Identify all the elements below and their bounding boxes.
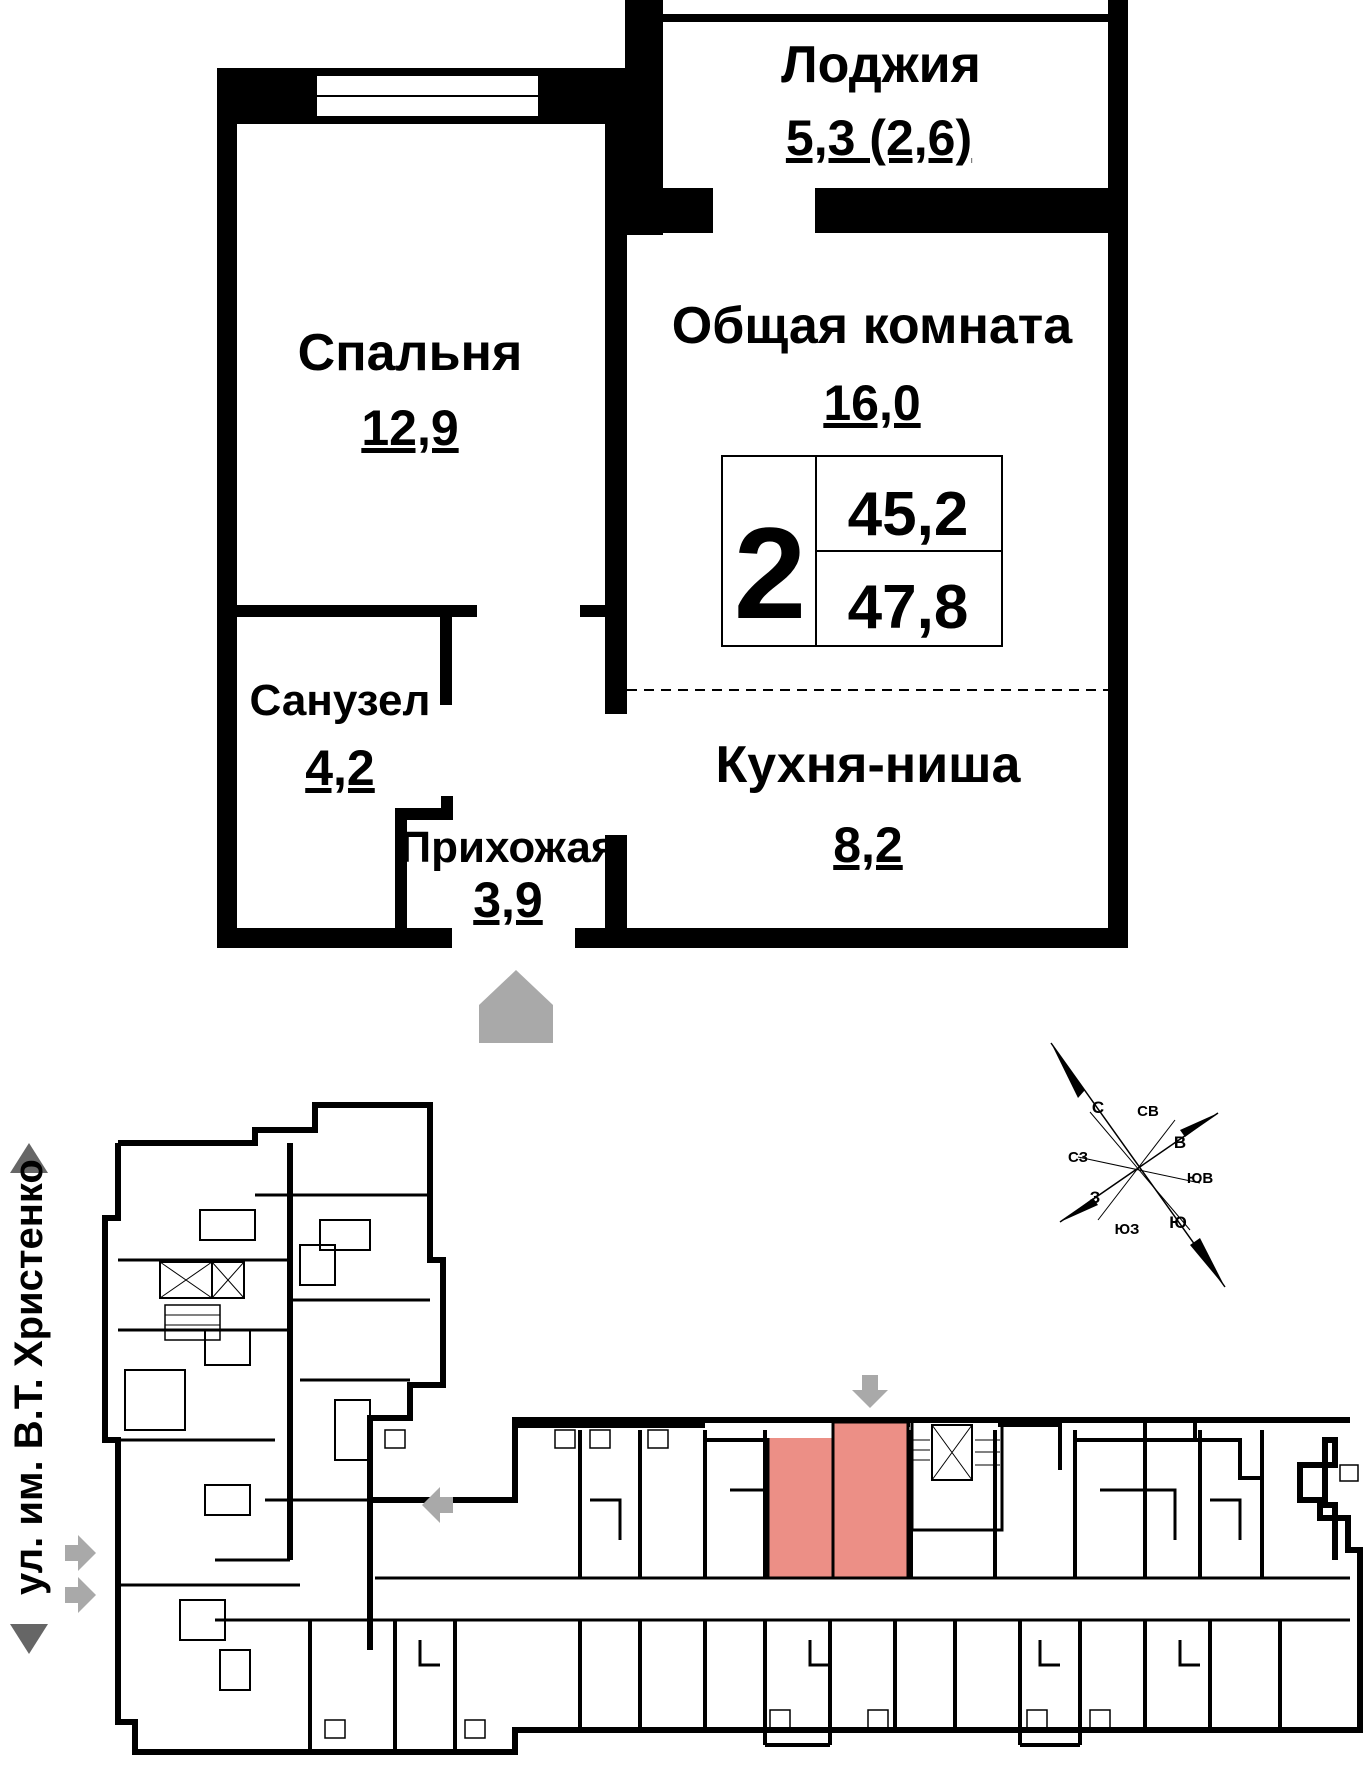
wall-segment: [538, 68, 628, 124]
room-area-loggia: 5,3 (2,6): [786, 110, 972, 166]
wall-segment: [440, 605, 452, 705]
wall-segment: [815, 188, 1128, 233]
compass-rose: С СВ В ЮВ Ю ЮЗ З СЗ: [1050, 1042, 1226, 1288]
compass-nw: СЗ: [1068, 1149, 1088, 1166]
room-area-living-room: 16,0: [823, 375, 920, 431]
wall-segment: [237, 605, 477, 617]
compass-sw: ЮЗ: [1115, 1221, 1140, 1238]
room-name-kitchen-niche: Кухня-ниша: [716, 736, 1022, 794]
wall-segment: [580, 605, 605, 617]
wall-segment: [217, 928, 452, 948]
highlighted-apartment: [766, 1420, 910, 1580]
entrance-arrow-icon: [852, 1375, 888, 1408]
apartment-summary-box: [721, 455, 1003, 647]
compass-n: С: [1092, 1098, 1104, 1117]
room-name-bedroom: Спальня: [298, 324, 523, 382]
building-floor-plan: [102, 1102, 1363, 1755]
room-count: 2: [734, 500, 806, 646]
room-area-hallway: 3,9: [473, 872, 543, 928]
living-area: 45,2: [848, 480, 969, 549]
room-name-loggia: Лоджия: [781, 36, 981, 94]
wall-segment: [575, 928, 1128, 948]
room-area-kitchen-niche: 8,2: [833, 817, 903, 873]
wall-segment: [217, 68, 237, 948]
wall-segment: [663, 14, 1108, 22]
entrance-arrow-icon: [65, 1577, 96, 1613]
east-arrow-icon: [1180, 1113, 1218, 1137]
compass-e: В: [1174, 1133, 1186, 1152]
floor-entrance-arrows: [65, 1375, 888, 1613]
street-label: ул. им. В.Т. Христенко: [7, 1159, 51, 1595]
west-arrow-icon: [1060, 1198, 1098, 1222]
entrance-arrow-icon: [479, 970, 553, 1043]
wall-segment: [625, 0, 663, 235]
room-name-living-room: Общая комната: [672, 297, 1073, 355]
entrance-arrow-icon: [422, 1487, 453, 1523]
wall-segment: [1108, 0, 1128, 235]
wall-segment: [315, 68, 540, 76]
room-area-bedroom: 12,9: [361, 400, 458, 456]
total-area: 47,8: [848, 573, 969, 642]
room-name-hallway: Прихожая: [399, 823, 616, 872]
street-arrow-up-icon: [10, 1143, 48, 1173]
apartment-plan: Лоджия 5,3 (2,6) Спальня 12,9 Общая комн…: [217, 0, 1128, 1043]
room-name-bathroom: Санузел: [250, 676, 431, 725]
compass-ne: СВ: [1137, 1103, 1159, 1120]
wall-segment: [395, 808, 453, 820]
compass-se: ЮВ: [1187, 1170, 1213, 1187]
north-arrow-icon: [1051, 1043, 1085, 1098]
wall-segment: [441, 796, 453, 820]
street-indicator: ул. им. В.Т. Христенко: [7, 1143, 51, 1654]
entrance-arrow-icon: [65, 1535, 96, 1571]
wall-segment: [315, 116, 540, 124]
wall-segment: [663, 188, 713, 233]
compass-w: З: [1090, 1188, 1101, 1207]
south-arrow-icon: [1190, 1238, 1225, 1287]
wall-segment: [1108, 233, 1128, 948]
wall-segment: [605, 835, 627, 948]
compass-s: Ю: [1169, 1213, 1187, 1232]
room-area-bathroom: 4,2: [305, 740, 375, 796]
street-arrow-down-icon: [10, 1624, 48, 1654]
wall-segment: [395, 808, 407, 928]
wall-segment: [605, 124, 627, 714]
